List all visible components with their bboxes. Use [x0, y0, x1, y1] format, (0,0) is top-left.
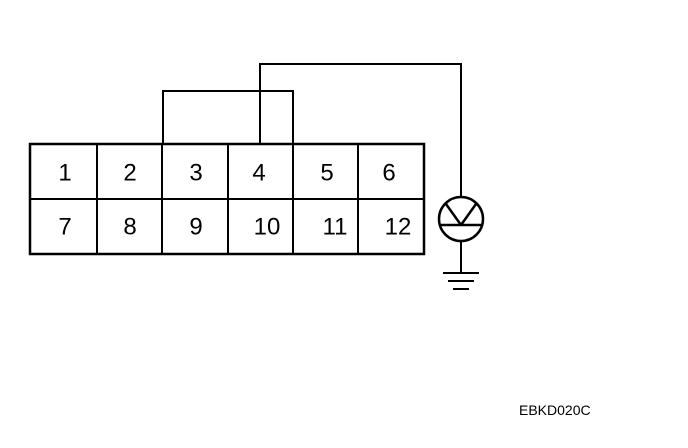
pin-8-label: 8: [123, 214, 136, 241]
figure-code-label: EBKD020C: [519, 402, 591, 418]
pin-6-label: 6: [382, 160, 395, 187]
pin-11-label: 11: [323, 214, 348, 241]
pin-1-label: 1: [58, 160, 71, 187]
pin-2-label: 2: [123, 160, 136, 187]
pin-7-label: 7: [58, 214, 71, 241]
test-lamp-wire: [259, 63, 462, 196]
connector-block: 1 2 3 4 5 6 7 8 9 10 11 12: [28, 142, 426, 256]
jumper-wire-3-5: [162, 90, 294, 144]
ground-icon: [443, 272, 479, 290]
pin-10-label: 10: [254, 214, 281, 241]
pin-9-label: 9: [189, 214, 202, 241]
pin-12-label: 12: [385, 214, 412, 241]
pin-5-label: 5: [320, 160, 333, 187]
pin-4-label: 4: [252, 160, 265, 187]
test-lamp-icon: [437, 195, 485, 243]
pin-3-label: 3: [189, 160, 202, 187]
